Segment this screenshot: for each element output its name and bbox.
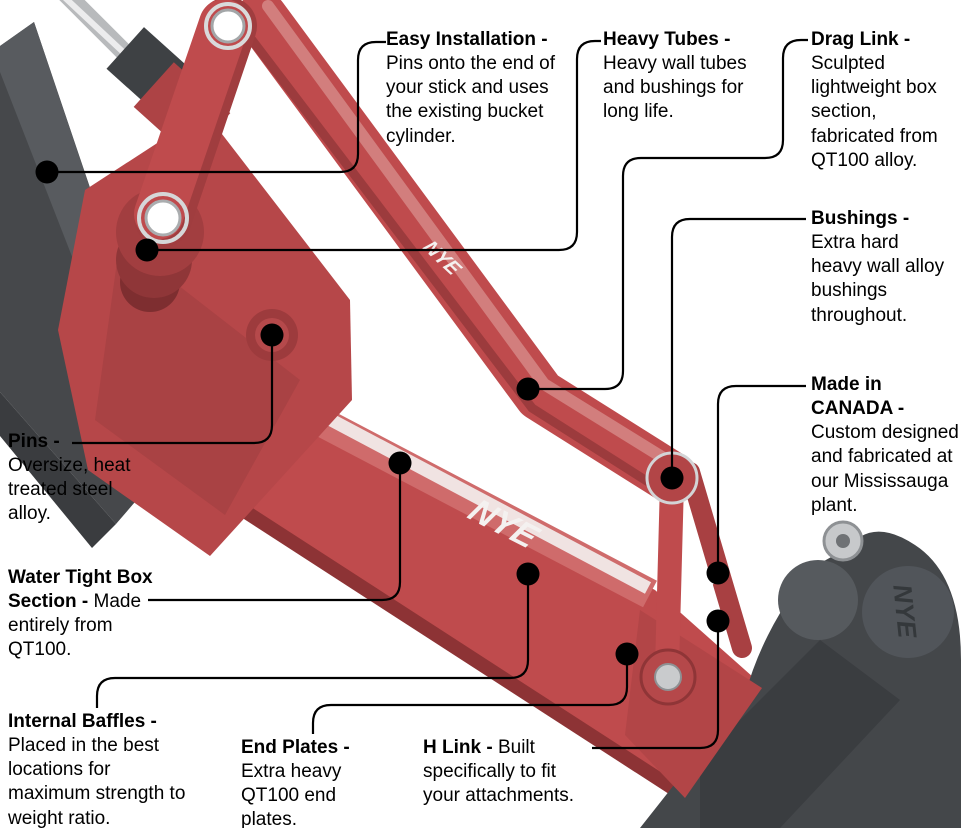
callout-end-plates: End Plates - Extra heavy QT100 end plate… — [241, 736, 363, 828]
h-link-rear-strap — [680, 462, 752, 658]
h-link-lower-pin — [654, 663, 682, 691]
drag-link-arm — [236, 0, 698, 504]
callout-dots — [35, 160, 730, 666]
leader-pins — [72, 335, 274, 445]
callout-body: Heavy wall tubes and bushings for long l… — [603, 53, 747, 123]
callout-title: Drag Link - — [811, 29, 911, 50]
leader-heavy-tubes — [147, 39, 601, 252]
nye-logo-bucket: NYE — [887, 583, 922, 640]
callout-body: Sculpted lightweight box section, fabric… — [811, 53, 938, 171]
callout-bushings: Bushings - Extra hard heavy wall alloy b… — [811, 207, 949, 328]
dot-pins — [260, 323, 284, 347]
leader-easy-installation — [47, 40, 386, 174]
bucket-attachment: NYE — [640, 520, 961, 828]
installation-link — [134, 0, 257, 247]
callout-title: Water Tight Box Section - — [8, 567, 153, 613]
pin-ring — [204, 2, 252, 50]
callout-title: Easy Installation - — [386, 29, 548, 50]
callout-internal-baffles: Internal Baffles - Placed in the best lo… — [8, 710, 190, 828]
leader-h-link — [592, 621, 720, 750]
callout-body: Extra heavy QT100 end plates. — [241, 761, 342, 828]
callout-title: End Plates - — [241, 737, 350, 758]
dot-h-link — [706, 609, 730, 633]
leader-water-tight — [148, 463, 402, 602]
callout-title: Made in CANADA - — [811, 374, 905, 420]
dot-made-in-canada — [706, 561, 730, 585]
callout-body: Made entirely from QT100. — [8, 591, 142, 661]
dot-easy-installation — [35, 160, 59, 184]
callout-drag-link: Drag Link - Sculpted lightweight box sec… — [811, 28, 959, 173]
dot-internal-baffles — [516, 562, 540, 586]
leader-made-in-canada — [716, 384, 806, 573]
callout-title: H Link - — [423, 737, 493, 758]
leader-internal-baffles — [95, 574, 530, 708]
callout-body: Extra hard heavy wall alloy bushings thr… — [811, 232, 945, 326]
callout-body: Oversize, heat treated steel alloy. — [8, 455, 131, 525]
leader-bushings — [670, 217, 806, 478]
callout-easy-installation: Easy Installation - Pins onto the end of… — [386, 28, 564, 149]
callout-body: Placed in the best locations for maximum… — [8, 735, 186, 828]
callout-heavy-tubes: Heavy Tubes - Heavy wall tubes and bushi… — [603, 28, 765, 125]
leader-end-plates — [311, 654, 629, 734]
callout-title: Bushings - — [811, 208, 910, 229]
maple-leaf-icon — [684, 568, 718, 605]
callout-body: Built specifically to fit your attachmen… — [423, 737, 575, 807]
leader-lines — [47, 38, 808, 750]
pivot-pin — [144, 199, 182, 237]
dot-end-plates — [615, 642, 639, 666]
callout-title: Heavy Tubes - — [603, 29, 731, 50]
callout-title: Pins - — [8, 431, 60, 452]
dot-water-tight — [388, 451, 412, 475]
dot-bushings — [660, 466, 684, 490]
dot-heavy-tubes — [135, 238, 159, 262]
callout-pins: Pins - Oversize, heat treated steel allo… — [8, 430, 138, 527]
callout-h-link: H Link - Built specifically to fit your … — [423, 736, 595, 808]
callout-water-tight-box-section: Water Tight Box Section - Made entirely … — [8, 566, 156, 663]
leader-drag-link — [528, 38, 808, 391]
callout-made-in-canada: Made in CANADA - Custom designed and fab… — [811, 373, 961, 518]
upper-pin — [210, 8, 246, 44]
callout-body: Pins onto the end of your stick and uses… — [386, 53, 556, 147]
dot-drag-link — [516, 377, 540, 401]
h-link — [639, 451, 699, 706]
callout-title: Internal Baffles - — [8, 711, 157, 732]
callout-body: Custom designed and fabricated at our Mi… — [811, 422, 959, 516]
